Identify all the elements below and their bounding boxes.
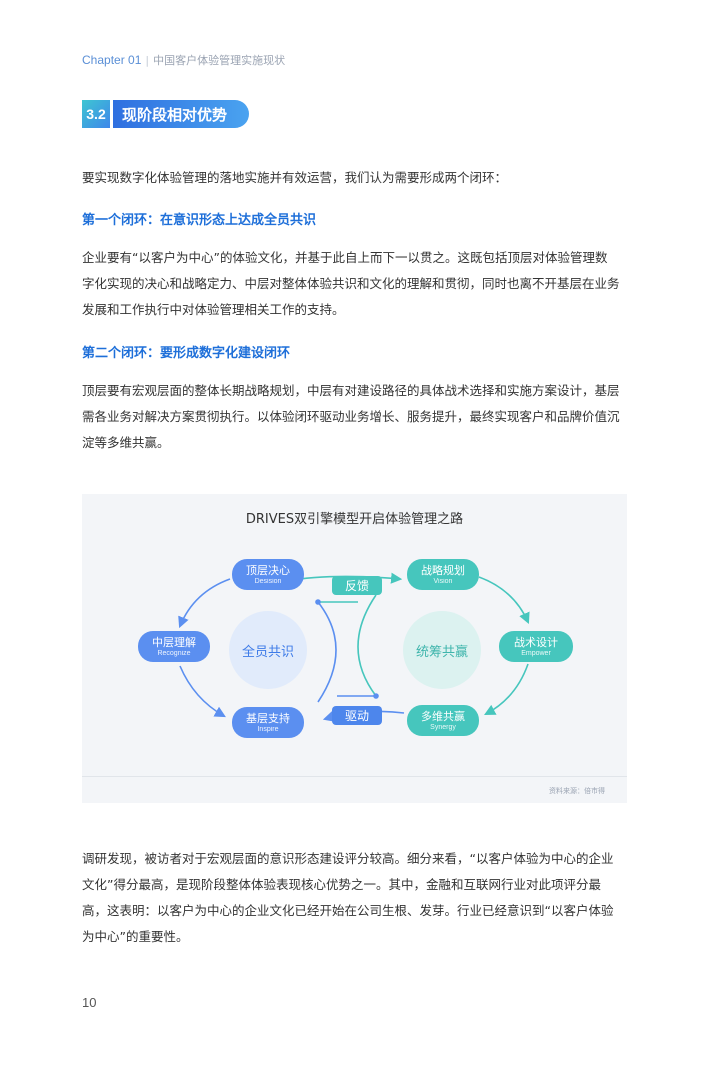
text-line: 文化”得分最高，是现阶段整体体验表现核心优势之一。其中，金融和互联网行业对此项评… — [82, 877, 601, 892]
node-recognize: 中层理解 Recognize — [138, 631, 210, 662]
text-line: 为中心”的重要性。 — [82, 929, 189, 944]
text-line: 企业要有“以客户为中心”的体验文化，并基于此自上而下一以贯之。这既包括顶层对体验… — [82, 250, 608, 265]
text-line: 字化实现的决心和战略定力、中层对整体体验共识和文化的理解和贯彻，同时也离不开基层… — [82, 276, 620, 291]
node-synergy-en: Synergy — [430, 723, 456, 731]
loop2-heading: 第二个闭环：要形成数字化建设闭环 — [82, 346, 291, 361]
left-center-circle: 全员共识 — [229, 611, 307, 689]
section-heading: 3.2 现阶段相对优势 — [82, 100, 250, 128]
node-synergy: 多维共赢 Synergy — [407, 705, 479, 736]
chapter-label: Chapter 01 — [82, 53, 142, 67]
node-empower-cn: 战术设计 — [514, 635, 558, 649]
node-vision-cn: 战略规划 — [421, 563, 465, 577]
node-empower-en: Empower — [521, 649, 551, 657]
text-line: 顶层要有宏观层面的整体长期战略规划，中层有对建设路径的具体战术选择和实施方案设计… — [82, 383, 620, 398]
figure-divider — [82, 776, 627, 777]
node-decision: 顶层决心 Desision — [232, 559, 304, 590]
conclusion-paragraph: 调研发现，被访者对于宏观层面的意识形态建设评分较高。细分来看，“以客户体验为中心… — [82, 846, 630, 950]
loop1-heading: 第一个闭环：在意识形态上达成全员共识 — [82, 213, 317, 228]
node-recognize-en: Recognize — [157, 649, 191, 657]
figure-title: DRIVES双引擎模型开启体验管理之路 — [245, 512, 464, 527]
text-line: 高，这表明：以客户为中心的企业文化已经开始在公司生根、发芽。行业已经意识到“以客… — [82, 903, 614, 918]
text-line: 发展和工作执行中对体验管理相关工作的支持。 — [82, 302, 345, 317]
loop2-paragraph: 顶层要有宏观层面的整体长期战略规划，中层有对建设路径的具体战术选择和实施方案设计… — [82, 378, 630, 456]
drive-tag: 驱动 — [332, 706, 382, 725]
node-synergy-cn: 多维共赢 — [421, 709, 465, 723]
right-center-circle: 统筹共赢 — [403, 611, 481, 689]
text-line: 淀等多维共赢。 — [82, 435, 170, 450]
chapter-title: 中国客户体验管理实施现状 — [153, 54, 286, 67]
text-line: 需各业务对解决方案贯彻执行。以体验闭环驱动业务增长、服务提升，最终实现客户和品牌… — [82, 409, 620, 424]
feedback-tag: 反馈 — [332, 576, 382, 595]
drives-model-figure: DRIVES双引擎模型开启体验管理之路 全员共识 统筹共赢 顶层决心 Desis… — [82, 494, 627, 803]
node-decision-en: Desision — [254, 577, 282, 585]
node-inspire-cn: 基层支持 — [246, 711, 290, 725]
node-vision: 战略规划 Vision — [407, 559, 479, 590]
node-inspire: 基层支持 Inspire — [232, 707, 304, 738]
page-number: 10 — [82, 995, 97, 1010]
node-vision-en: Vision — [433, 577, 453, 585]
section-number: 3.2 — [82, 100, 110, 128]
text-line: 调研发现，被访者对于宏观层面的意识形态建设评分较高。细分来看，“以客户体验为中心… — [82, 851, 614, 866]
loop1-paragraph: 企业要有“以客户为中心”的体验文化，并基于此自上而下一以贯之。这既包括顶层对体验… — [82, 245, 630, 323]
node-recognize-cn: 中层理解 — [152, 635, 196, 649]
header-separator: | — [145, 54, 150, 67]
section-title: 现阶段相对优势 — [113, 100, 250, 128]
intro-paragraph: 要实现数字化体验管理的落地实施并有效运营，我们认为需要形成两个闭环： — [82, 170, 508, 185]
node-inspire-en: Inspire — [257, 725, 279, 733]
running-header: Chapter 01|中国客户体验管理实施现状 — [82, 52, 285, 68]
node-empower: 战术设计 Empower — [499, 631, 573, 662]
node-decision-cn: 顶层决心 — [246, 563, 290, 577]
figure-source: 资料来源：倍市得 — [549, 787, 605, 795]
